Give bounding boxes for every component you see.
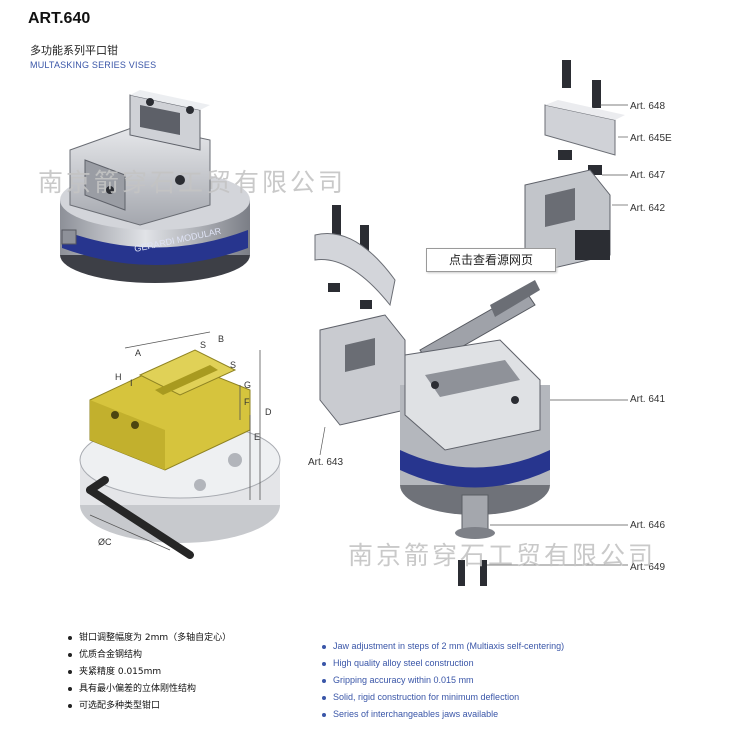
- bullet-icon: [322, 661, 326, 666]
- feature-item-cn-3: 夹紧精度 0.015mm: [68, 664, 231, 681]
- part-label-641: Art. 641: [630, 394, 666, 405]
- bullet-icon: [68, 652, 72, 657]
- part-label-647: Art. 647: [630, 170, 666, 181]
- exploded-view-illustration: [314, 60, 628, 586]
- dimension-label-b: B: [218, 334, 224, 344]
- bullet-icon: [322, 712, 326, 717]
- dimension-label-s-top: S: [200, 340, 206, 350]
- watermark-top: 南京箭穿石工贸有限公司: [38, 168, 347, 197]
- bullet-icon: [322, 678, 326, 683]
- dimension-label-i: I: [130, 378, 133, 388]
- feature-item-en-5: Series of interchangeables jaws availabl…: [322, 706, 564, 723]
- bullet-icon: [68, 635, 72, 640]
- part-label-646: Art. 646: [630, 520, 666, 531]
- feature-item-en-1: Jaw adjustment in steps of 2 mm (Multiax…: [322, 638, 564, 655]
- bullet-icon: [68, 669, 72, 674]
- part-label-645e: Art. 645E: [630, 133, 672, 144]
- feature-item-cn-5: 可选配多种类型钳口: [68, 698, 231, 715]
- assembled-vise-illustration: GERARDI MODULAR: [60, 90, 250, 283]
- bullet-icon: [68, 703, 72, 708]
- dimension-label-g: G: [244, 380, 251, 390]
- dimension-label-f: F: [244, 397, 250, 407]
- feature-item-en-4: Solid, rigid construction for minimum de…: [322, 689, 564, 706]
- feature-list-chinese: 钳口调整幅度为 2mm（多轴自定心） 优质合金钢结构 夹紧精度 0.015mm …: [68, 630, 231, 715]
- feature-item-en-3: Gripping accuracy within 0.015 mm: [322, 672, 564, 689]
- view-source-tooltip[interactable]: 点击查看源网页: [426, 248, 556, 272]
- dimension-label-e: E: [254, 432, 260, 442]
- bullet-icon: [68, 686, 72, 691]
- bullet-icon: [322, 644, 326, 649]
- dimension-label-d: D: [265, 407, 272, 417]
- part-label-649: Art. 649: [630, 562, 666, 573]
- dimension-label-a: A: [135, 348, 141, 358]
- dimensioned-vise-illustration: A B H I S S G F D E ØC: [79, 331, 281, 559]
- subtitle-english: MULTASKING SERIES VISES: [30, 60, 157, 70]
- feature-item-en-2: High quality alloy steel construction: [322, 655, 564, 672]
- subtitle-chinese: 多功能系列平口钳: [30, 44, 118, 57]
- dimension-label-s: S: [230, 360, 236, 370]
- page-title: ART.640: [28, 10, 91, 27]
- part-label-642: Art. 642: [630, 203, 666, 214]
- feature-item-cn-1: 钳口调整幅度为 2mm（多轴自定心）: [68, 630, 231, 647]
- dimension-label-h: H: [115, 372, 122, 382]
- part-label-643: Art. 643: [308, 457, 344, 468]
- part-label-648: Art. 648: [630, 101, 666, 112]
- feature-list-english: Jaw adjustment in steps of 2 mm (Multiax…: [322, 638, 564, 723]
- feature-item-cn-2: 优质合金钢结构: [68, 647, 231, 664]
- dimension-label-diameter-c: ØC: [98, 537, 112, 547]
- bullet-icon: [322, 695, 326, 700]
- feature-item-cn-4: 具有最小偏差的立体刚性结构: [68, 681, 231, 698]
- watermark-bottom: 南京箭穿石工贸有限公司: [348, 541, 657, 570]
